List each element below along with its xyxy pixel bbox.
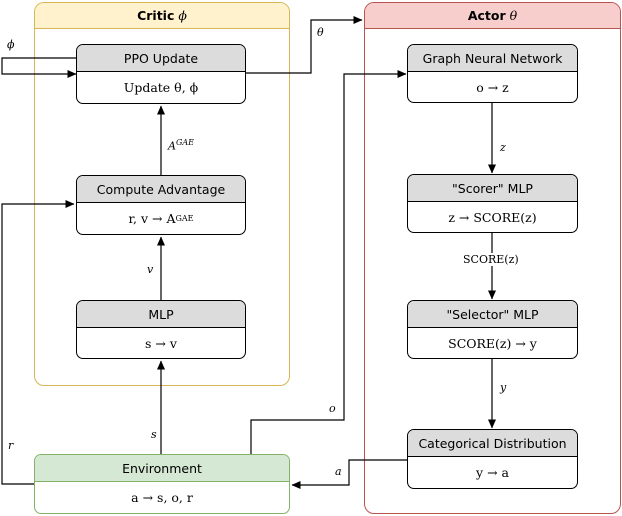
label-z: z — [500, 141, 506, 154]
label-phi: ϕ — [7, 38, 15, 51]
label-agae: AGAE — [168, 138, 194, 153]
label-r: r — [8, 439, 14, 452]
superscript-gae: GAE — [175, 213, 194, 223]
ppo-update-node: PPO Update Update θ, ϕ — [76, 44, 246, 104]
actor-title: Actor — [467, 8, 506, 23]
selector-mlp-node: "Selector" MLP SCORE(z) → y — [407, 300, 578, 359]
edge-theta — [246, 16, 363, 74]
critic-mlp-title: MLP — [77, 301, 245, 328]
label-s: s — [151, 428, 157, 441]
environment-node: Environment a → s, o, r — [34, 454, 290, 514]
gnn-body: o → z — [476, 79, 509, 95]
actor-header: Actor θ — [365, 3, 620, 29]
superscript-gae: GAE — [175, 138, 194, 147]
actor-container: Actor θ — [364, 2, 621, 514]
compute-advantage-title: Compute Advantage — [77, 176, 245, 203]
label-o: o — [329, 402, 336, 415]
label-a: a — [335, 465, 342, 478]
critic-container: Critic ϕ — [34, 2, 290, 386]
critic-mlp-node: MLP s → v — [76, 300, 246, 359]
scorer-mlp-body: z → SCORE(z) — [448, 209, 537, 225]
label-y: y — [500, 381, 507, 394]
edge-a — [291, 459, 408, 489]
categorical-distribution-title: Categorical Distribution — [408, 430, 577, 457]
categorical-distribution-body: y → a — [476, 464, 509, 480]
label-v: v — [147, 263, 154, 276]
ppo-update-body: Update θ, ϕ — [123, 79, 199, 95]
critic-mlp-body: s → v — [145, 335, 177, 351]
edge-o — [250, 70, 407, 454]
selector-mlp-title: "Selector" MLP — [408, 301, 577, 328]
critic-symbol: ϕ — [178, 8, 187, 23]
environment-body: a → s, o, r — [131, 489, 193, 505]
edge-phi — [1, 57, 77, 78]
label-theta: θ — [317, 26, 324, 39]
critic-title: Critic — [137, 8, 175, 23]
label-score: SCORE(z) — [461, 253, 521, 266]
scorer-mlp-title: "Scorer" MLP — [408, 175, 577, 202]
selector-mlp-body: SCORE(z) → y — [448, 335, 537, 351]
edge-r — [1, 200, 75, 485]
critic-header: Critic ϕ — [35, 3, 289, 29]
scorer-mlp-node: "Scorer" MLP z → SCORE(z) — [407, 174, 578, 233]
categorical-distribution-node: Categorical Distribution y → a — [407, 429, 578, 489]
gnn-title: Graph Neural Network — [408, 45, 577, 72]
gnn-node: Graph Neural Network o → z — [407, 44, 578, 103]
environment-title: Environment — [35, 455, 289, 482]
actor-symbol: θ — [509, 8, 518, 23]
ppo-update-title: PPO Update — [77, 45, 245, 72]
